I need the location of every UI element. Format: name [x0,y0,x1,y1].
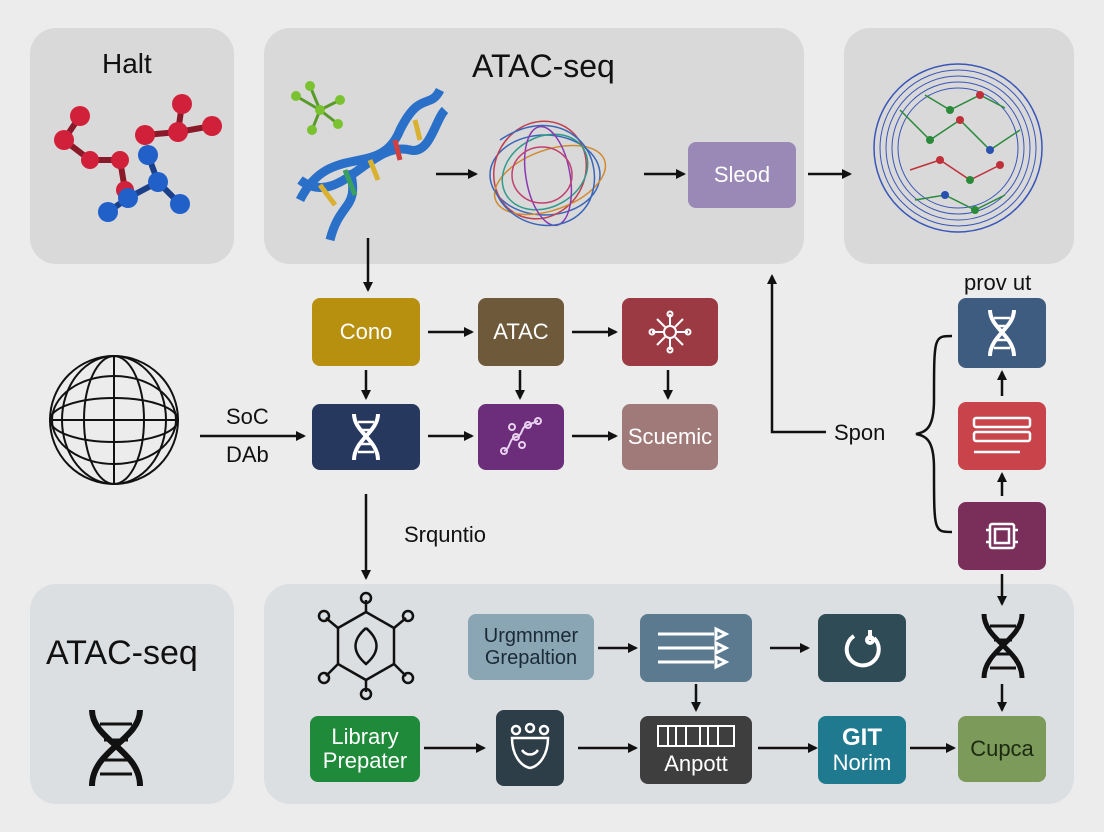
panel-title-atac-seq-top: ATAC-seq [472,48,615,84]
node-flow-steel[interactable] [640,614,752,682]
label-spon: Spon [834,420,886,445]
dna-helix-icon [295,87,449,242]
card-list-red[interactable] [958,402,1046,470]
node-library-prepater[interactable]: Library Prepater [310,716,420,782]
node-git-line1: GIT [842,723,882,751]
chip-icon [986,522,1018,550]
node-refresh-teal[interactable] [818,614,906,682]
node-chain-purple[interactable] [478,404,564,470]
node-cono-label: Cono [339,318,393,344]
power-cycle-icon [844,630,881,668]
dna-icon [988,309,1016,357]
node-cono[interactable]: Cono [312,298,420,366]
node-cupca[interactable]: Cupca [958,716,1046,782]
dna-icon-right [981,613,1025,679]
chromatin-tangle-icon [489,120,607,227]
card-device-plum[interactable] [958,502,1046,570]
node-git-norim[interactable]: GIT Norim [818,716,906,784]
label-provut: prov ut [964,270,1032,295]
vessel-icon [510,722,550,770]
molecule-icon [54,94,222,222]
node-library-line2: Prepater [322,748,408,773]
node-dna-navy[interactable] [312,404,420,470]
node-atac[interactable]: ATAC [478,298,564,366]
node-ungmnmer-line2: Grepaltion [484,647,578,669]
dna-icon [352,413,380,461]
node-git-line2: Norim [832,750,892,776]
node-scuemic-label: Scuemic [627,423,713,449]
forward-arrows-icon [658,626,730,670]
dna-icon-bottom-left [89,709,143,787]
label-soc: SoC [226,404,269,429]
flow-arrows [200,169,1007,753]
network-hexagon-icon [317,591,415,701]
node-vessel-icon[interactable] [496,710,564,786]
node-network-red[interactable] [622,298,718,366]
molecule-chain-icon [500,417,542,455]
label-srquntio: Srquntio [404,522,486,547]
network-node-icon [648,310,692,354]
node-anpott-label: Anpott [664,750,728,776]
node-sleod[interactable]: Sleod [688,142,796,208]
panel-title-atac-seq-bottom: ATAC-seq [46,634,198,672]
node-scuemic[interactable]: Scuemic [622,404,718,470]
node-atac-label: ATAC [493,318,549,344]
node-anpott[interactable]: Anpott [640,716,752,784]
list-icon [972,416,1032,454]
circular-network-icon [873,63,1043,233]
globe-icon [49,355,179,485]
barcode-icon [657,724,735,747]
green-molecule-icon [291,81,345,135]
card-dna-blue[interactable] [958,298,1046,368]
node-ungmnmer-line1: Urgmnmer [483,625,579,647]
label-dab: DAb [226,442,269,467]
node-sleod-label: Sleod [713,161,771,187]
node-ungmnmer-grepaltion[interactable]: Urgmnmer Grepaltion [468,614,594,680]
panel-title-halt: Halt [102,48,152,79]
node-library-line1: Library [331,723,399,749]
node-cupca-label: Cupca [970,735,1034,761]
